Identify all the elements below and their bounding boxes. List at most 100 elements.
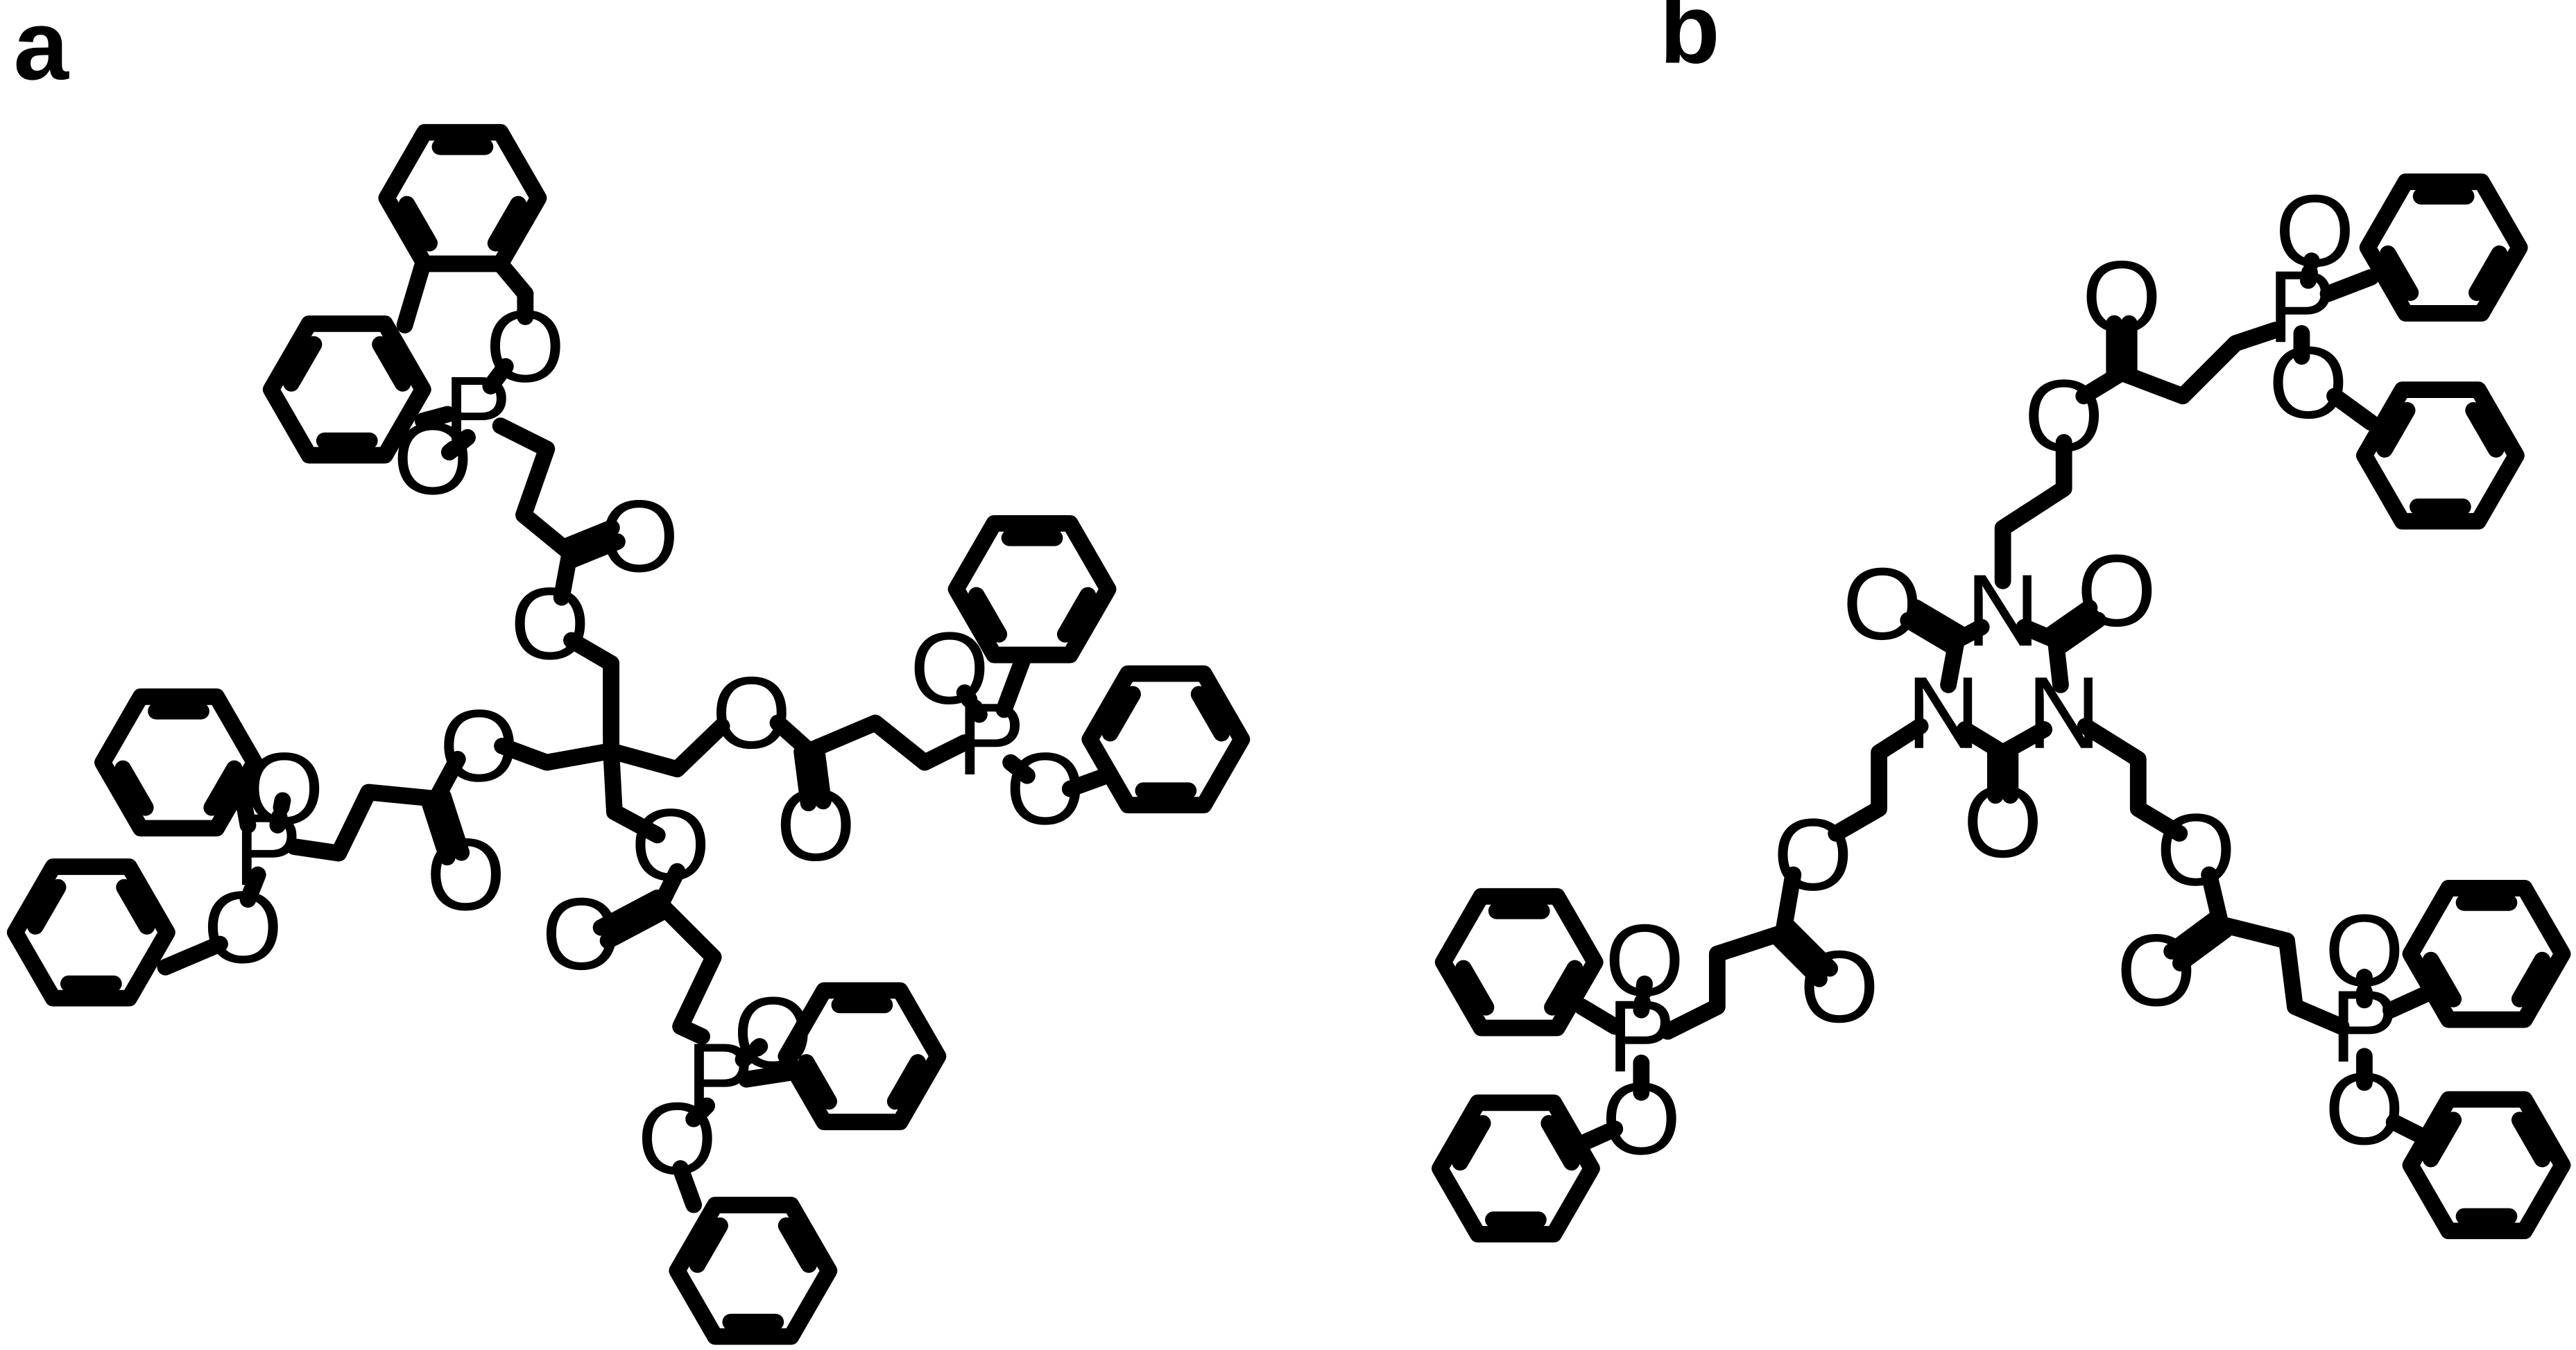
urea-carbonyl [2052,612,2106,655]
urea-carbonyl [1907,599,1969,643]
aromatic-inner-bond [114,760,154,816]
ring-outline [947,515,1117,664]
carbonyl-double-bond [420,793,456,866]
oxygen-atom: O [1605,903,1685,1018]
aromatic-inner-bond [398,196,438,252]
urea-carbonyl [2043,599,2098,643]
carbonyl-double-bond [558,519,620,555]
ring-outline [94,688,263,837]
bottom-propionyl [652,863,722,1045]
ring-outline [262,315,431,464]
panel-label-a: a [13,0,69,101]
aromatic-inner-bond [1455,960,1495,1016]
carbonyl-double-bond [793,743,817,812]
bond [553,544,578,606]
bond [685,1097,716,1127]
carbonyl-oxygen: O [2082,240,2162,354]
aromatic-inner-bond [2511,1111,2551,1168]
aromatic-inner-bond [2379,245,2419,302]
bond [738,1064,798,1088]
aromatic-inner-bond [1544,960,1583,1016]
oxygen-atom: O [2269,326,2349,440]
carbonyl-oxygen: O [2077,534,2156,648]
bond [1061,767,1115,797]
ethyl-arm [2077,718,2188,842]
aromatic-inner-bond [798,1054,837,1110]
ring-outline [6,858,175,1007]
ester-oxygen: O [2156,793,2236,907]
ring-outline [1432,1094,1600,1243]
oxygen-atom: O [2324,1052,2404,1166]
aromatic-inner-bond [2376,401,2416,458]
aromatic-inner-bond [116,879,155,935]
dopo-b-left-ring-lower [1432,1094,1600,1243]
bond [157,935,228,976]
p-oxo-bond [440,429,476,461]
aromatic-inner-bond [1452,1115,1491,1171]
aromatic-inner-bond [372,336,411,392]
dopo-b-left-ring-upper [1434,888,1604,1037]
right-propionyl [2201,866,2350,1035]
p-oxo-bond [1633,975,1654,1019]
bond [233,780,257,833]
aromatic-inner-bond [689,1217,728,1273]
carbonyl-double-bond [2172,921,2234,972]
ring-outline [1434,888,1604,1037]
p-oxo-bond [269,792,291,833]
carbonyl-double-bond [564,533,626,569]
bond [2319,268,2380,302]
propionyl-chain [492,417,578,562]
bond [414,406,456,429]
carbonyl-double-bond [1769,929,1828,987]
left-propionyl [1659,866,1802,1040]
urea-carbonyl [1900,612,1961,655]
dopo-left-ring-lower [6,858,175,1007]
carbonyl-oxygen: O [1963,765,2043,879]
p-oxo-bond [954,682,988,723]
biaryl-bond [396,255,431,334]
dopo-right-ring-lower [1081,665,1251,814]
carbonyl-oxygen: O [2117,913,2197,1028]
dopo-top-ring-lower [262,315,431,464]
ring-outline [2402,1091,2571,1240]
ethyl-arm [1828,718,1929,842]
bond [482,358,514,395]
aromatic-inner-bond [487,196,527,252]
dopo-b-top-ring-upper [2359,173,2528,322]
aromatic-inner-bond [886,1054,927,1110]
bond [1573,998,1624,1035]
methylene-arm-down [603,743,666,844]
aromatic-inner-bond [778,1217,817,1273]
oxygen-atom: O [393,401,473,516]
ester-oxygen: O [510,566,590,681]
oxygen-atom: O [2324,893,2404,1007]
aromatic-inner-bond [968,587,1008,643]
ring-outline [1081,665,1251,814]
ring-outline [2402,880,2571,1028]
aromatic-inner-bond [2465,401,2505,458]
aromatic-inner-bond [1190,686,1230,742]
panel-label-b: b [1660,0,1720,84]
dopo-b-top-ring-lower [2355,381,2525,530]
ring-outline [778,982,947,1131]
oxygen-atom: O [2275,174,2355,288]
carbonyl-double-bond [808,741,832,810]
bond [1577,1120,1624,1150]
top-propionyl [2075,322,2284,405]
p-oxo-bond [735,1038,768,1068]
p-oxo-bond [2300,252,2320,289]
aromatic-inner-bond [1101,686,1141,742]
carbonyl-oxygen: O [776,768,856,883]
bond [2382,985,2436,1019]
bond [2385,1114,2436,1148]
ethyl-arm [1994,433,2072,589]
dopo-b-right-ring-lower [2402,1091,2571,1240]
ester-oxygen: O [712,656,791,770]
bond [2326,388,2380,431]
right-propionyl [769,714,973,771]
aromatic-inner-bond [27,879,67,935]
carbonyl-oxygen: O [542,877,621,992]
aromatic-inner-bond [1540,1115,1580,1171]
